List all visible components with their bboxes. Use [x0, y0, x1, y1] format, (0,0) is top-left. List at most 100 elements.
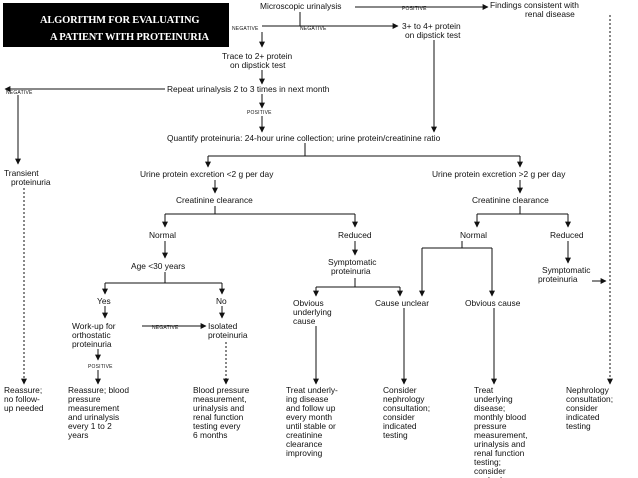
node-blood-pressure-measurement-line: testing every: [193, 421, 241, 431]
node-blood-pressure-measurement-line: Blood pressure: [193, 385, 250, 395]
node-3plus-line-2: on dipstick test: [405, 30, 461, 40]
node-repeat-urinalysis: Repeat urinalysis 2 to 3 times in next m…: [167, 84, 330, 94]
node-findings-line-1: Findings consistent with: [490, 0, 579, 10]
node-treat-monthly-monitoring-line: Treat: [474, 385, 494, 395]
node-workup-orthostatic-line: orthostatic: [72, 330, 111, 340]
node-obvious-cause: Obvious cause: [465, 298, 521, 308]
title-line-2: A PATIENT WITH PROTEINURIA: [50, 32, 209, 43]
node-treat-monthly-monitoring-line: renal function: [474, 448, 525, 458]
node-treat-underlying-disease-line: ing disease: [286, 394, 329, 404]
node-nephrology-consultation-line: consider: [566, 403, 598, 413]
title-line-1: ALGORITHM FOR EVALUATING: [40, 15, 199, 26]
node-blood-pressure-measurement-line: measurement,: [193, 394, 247, 404]
node-reassure-blood-pressure-line: and urinalysis: [68, 412, 119, 422]
node-treat-monthly-monitoring-line: disease;: [474, 403, 505, 413]
node-reassure-blood-pressure-line: pressure: [68, 394, 101, 404]
node-treat-monthly-monitoring-line: monthly blood: [474, 412, 526, 422]
node-isolated-proteinuria-line: Isolated: [208, 321, 238, 331]
node-isolated-proteinuria-line: proteinuria: [208, 330, 248, 340]
node-obvious-underlying-cause-line: underlying: [293, 307, 332, 317]
node-nephrology-consultation-line: indicated: [566, 412, 600, 422]
node-treat-underlying-disease-line: improving: [286, 448, 323, 458]
node-trace-line-1: Trace to 2+ protein: [222, 51, 293, 61]
node-obvious-underlying-cause-line: cause: [293, 316, 316, 326]
node-transient-line-2: proteinuria: [11, 177, 51, 187]
node-symptomatic-left-line-2: proteinuria: [331, 266, 371, 276]
node-treat-monthly-monitoring-line: nephrology: [474, 475, 516, 478]
node-reassure-blood-pressure-line: years: [68, 430, 88, 440]
node-excretion-high: Urine protein excretion >2 g per day: [432, 169, 566, 179]
node-microscopic-urinalysis: Microscopic urinalysis: [260, 1, 341, 11]
edge-label-negative-2: NEGATIVE: [300, 26, 327, 32]
node-consider-nephrology-line: testing: [383, 430, 408, 440]
node-treat-monthly-monitoring-line: testing;: [474, 457, 501, 467]
node-blood-pressure-measurement-line: renal function: [193, 412, 244, 422]
node-nephrology-consultation: Nephrologyconsultation;considerindicated…: [566, 385, 613, 431]
node-quantify-proteinuria: Quantify proteinuria: 24-hour urine coll…: [167, 133, 441, 143]
node-treat-underlying-disease-line: clearance: [286, 439, 323, 449]
node-nephrology-consultation-line: consultation;: [566, 394, 613, 404]
node-workup-orthostatic-line: Work-up for: [72, 321, 116, 331]
node-treat-monthly-monitoring-line: consider: [474, 466, 506, 476]
node-consider-nephrology-line: nephrology: [383, 394, 425, 404]
node-symptomatic-right-line-1: Symptomatic: [542, 265, 590, 275]
node-treat-underlying-disease-line: creatinine: [286, 430, 323, 440]
node-reduced-left: Reduced: [338, 230, 372, 240]
edge-label-positive-mid: POSITIVE: [247, 110, 272, 116]
node-reassure-no-followup-line: Reassure;: [4, 385, 42, 395]
edge-label-negative-left: NEGATIVE: [6, 90, 33, 96]
node-trace-line-2: on dipstick test: [230, 60, 286, 70]
node-age: Age <30 years: [131, 261, 185, 271]
edge-label-positive-top: POSITIVE: [402, 6, 427, 12]
node-creatinine-left: Creatinine clearance: [176, 195, 253, 205]
node-reassure-blood-pressure-line: measurement: [68, 403, 120, 413]
node-treat-monthly-monitoring-line: underlying: [474, 394, 513, 404]
node-reassure-no-followup-line: up needed: [4, 403, 44, 413]
edge-label-negative-workup: NEGATIVE: [152, 325, 179, 331]
node-cause-unclear: Cause unclear: [375, 298, 429, 308]
node-reassure-no-followup: Reassure;no follow-up needed: [4, 385, 44, 413]
node-treat-underlying-disease-line: and follow up: [286, 403, 336, 413]
node-creatinine-right: Creatinine clearance: [472, 195, 549, 205]
node-symptomatic-left-line-1: Symptomatic: [328, 257, 376, 267]
node-consider-nephrology-line: consider: [383, 412, 415, 422]
node-consider-nephrology-line: Consider: [383, 385, 417, 395]
node-nephrology-consultation-line: Nephrology: [566, 385, 610, 395]
node-treat-monthly-monitoring-line: urinalysis and: [474, 439, 526, 449]
node-reassure-no-followup-line: no follow-: [4, 394, 40, 404]
node-workup-orthostatic-line: proteinuria: [72, 339, 112, 349]
node-reduced-right: Reduced: [550, 230, 584, 240]
node-treat-monthly-monitoring-line: pressure: [474, 421, 507, 431]
node-excretion-low: Urine protein excretion <2 g per day: [140, 169, 274, 179]
node-3plus-line-1: 3+ to 4+ protein: [402, 21, 461, 31]
node-reassure-blood-pressure-line: every 1 to 2: [68, 421, 112, 431]
node-treat-underlying-disease-line: until stable or: [286, 421, 336, 431]
node-findings-line-2: renal disease: [525, 9, 575, 19]
node-transient-line-1: Transient: [4, 168, 39, 178]
node-reassure-blood-pressure-line: Reassure; blood: [68, 385, 129, 395]
node-symptomatic-right-line-2: proteinuria: [538, 274, 578, 284]
node-blood-pressure-measurement-line: 6 months: [193, 430, 227, 440]
node-blood-pressure-measurement-line: urinalysis and: [193, 403, 245, 413]
node-treat-underlying-disease-line: Treat underly-: [286, 385, 338, 395]
node-consider-nephrology-line: indicated: [383, 421, 417, 431]
node-no: No: [216, 296, 227, 306]
node-normal-right: Normal: [460, 230, 487, 240]
title-background: [3, 3, 229, 47]
node-normal-left: Normal: [149, 230, 176, 240]
node-obvious-underlying-cause-line: Obvious: [293, 298, 324, 308]
node-treat-underlying-disease-line: every month: [286, 412, 332, 422]
node-treat-monthly-monitoring-line: measurement,: [474, 430, 528, 440]
edge-label-positive-workup: POSITIVE: [88, 364, 113, 370]
node-nephrology-consultation-line: testing: [566, 421, 591, 431]
node-yes: Yes: [97, 296, 111, 306]
node-consider-nephrology: Considernephrologyconsultation;consideri…: [383, 385, 430, 440]
node-consider-nephrology-line: consultation;: [383, 403, 430, 413]
